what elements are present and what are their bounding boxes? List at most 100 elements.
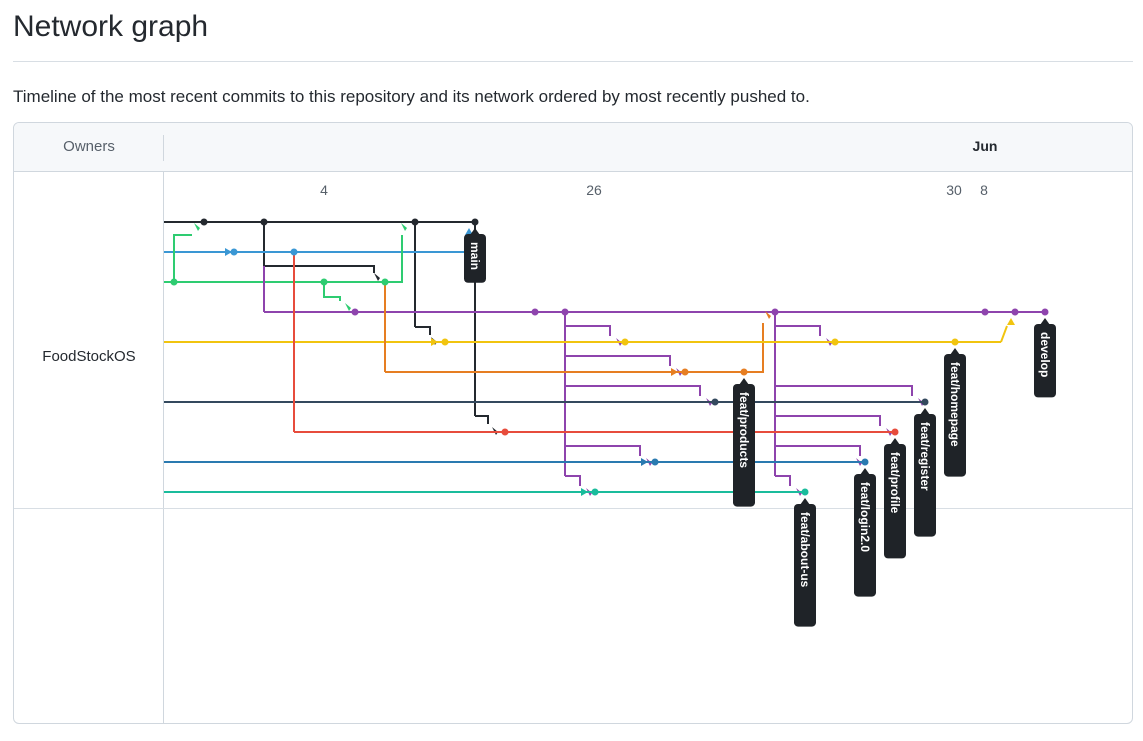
arrow-head [641, 458, 648, 466]
commit-dot [531, 308, 539, 316]
branch-label-box [1034, 324, 1056, 398]
page-description: Timeline of the most recent commits to t… [13, 87, 810, 106]
branch-label[interactable]: feat/login2.0 [854, 468, 876, 597]
commit-dot [591, 488, 599, 496]
branch-label[interactable]: develop [1034, 318, 1056, 398]
arrow-head [374, 273, 380, 281]
branch-label[interactable]: feat/about-us [794, 498, 816, 627]
merge-path [323, 282, 341, 301]
commit-dot [561, 308, 569, 316]
title-divider [13, 61, 1133, 62]
merge-path [775, 415, 881, 426]
commit-dot [861, 458, 869, 466]
branch-label[interactable]: feat/products [733, 378, 755, 507]
commit-dot [170, 278, 178, 286]
branch-label-text: feat/login2.0 [858, 482, 872, 552]
branch-label-pointer [739, 378, 749, 385]
commit-dot [381, 278, 389, 286]
branch-labels: main develop feat/homepage feat/products fea… [464, 228, 1056, 627]
commit-dot [771, 308, 779, 316]
branch-label-box [914, 414, 936, 537]
owner-name[interactable]: FoodStockOS [42, 348, 136, 365]
arrow-head [345, 303, 351, 311]
commit-dot [290, 248, 298, 256]
arrow-head [431, 338, 438, 346]
branch-label-pointer [470, 228, 480, 235]
arrow-head [581, 488, 588, 496]
network-graph-canvas[interactable]: 4 26 30 8 main develop feat/homepage feat/p… [14, 123, 1132, 723]
branch-lines [164, 221, 1045, 496]
date-tick: 4 [320, 182, 328, 198]
arrow-head [401, 223, 407, 231]
arrow-head [765, 311, 771, 319]
owners-column-header: Owners [63, 138, 115, 155]
network-graph-panel[interactable]: Owners Jun FoodStockOS 4 26 30 8 main dev… [13, 122, 1133, 724]
branch-label-text: feat/homepage [948, 362, 962, 447]
branch-label-text: main [468, 242, 482, 270]
branch-label-pointer [800, 498, 810, 505]
owners-column-divider [163, 172, 164, 723]
branch-label-pointer [890, 438, 900, 445]
commit-dot [681, 368, 689, 376]
merge-path [1000, 325, 1008, 343]
branch-label[interactable]: feat/profile [884, 438, 906, 559]
merge-path [744, 323, 764, 373]
branch-label-box [884, 444, 906, 559]
month-label: Jun [972, 138, 998, 154]
merge-path [565, 475, 581, 486]
owner-row-divider [14, 508, 1132, 509]
branch-label-text: feat/about-us [798, 512, 812, 588]
commit-dot [501, 428, 509, 436]
branch-label-box [854, 474, 876, 597]
merge-path [264, 265, 375, 273]
branch-label[interactable]: feat/homepage [944, 348, 966, 477]
commit-dot [471, 218, 479, 226]
branch-label[interactable]: feat/register [914, 408, 936, 537]
merge-path [775, 385, 913, 396]
commit-dot [651, 458, 659, 466]
commit-dot [1041, 308, 1049, 316]
branch-label-pointer [860, 468, 870, 475]
branch-label-text: feat/profile [888, 452, 902, 514]
commit-dot [711, 398, 719, 406]
merge-path [415, 326, 431, 335]
branch-label-box [794, 504, 816, 627]
commit-dot [320, 278, 328, 286]
merge-path [775, 445, 861, 456]
commit-dot [1011, 308, 1019, 316]
merge-path [565, 325, 611, 336]
merge-path [475, 415, 489, 424]
branch-label[interactable]: main [464, 228, 486, 283]
commit-dot [621, 338, 629, 346]
branch-label-pointer [920, 408, 930, 415]
arrow-head [671, 368, 678, 376]
branch-label-pointer [950, 348, 960, 355]
commit-dot [891, 428, 899, 436]
arrow-head [465, 228, 473, 235]
commit-dot [441, 338, 449, 346]
commit-dots [170, 218, 1049, 496]
date-tick: 26 [586, 182, 602, 198]
commit-dot [351, 308, 359, 316]
branch-label-box [944, 354, 966, 477]
date-tick: 30 [946, 182, 962, 198]
arrow-head [225, 248, 232, 256]
merge-path [565, 355, 671, 366]
branch-label-box [464, 234, 486, 283]
commit-dot [230, 248, 238, 256]
commit-dot [981, 308, 989, 316]
arrow-head [194, 223, 200, 231]
arrow-head [1007, 318, 1015, 325]
merge-path [775, 475, 791, 486]
commit-dot [260, 218, 268, 226]
page-title: Network graph [13, 10, 209, 43]
branch-label-text: feat/register [918, 422, 932, 491]
commit-dot [740, 368, 748, 376]
branch-label-text: feat/products [737, 392, 751, 468]
branch-label-pointer [1040, 318, 1050, 325]
commit-dot [951, 338, 959, 346]
date-tick: 8 [980, 182, 988, 198]
commit-dot [801, 488, 809, 496]
commit-dot [831, 338, 839, 346]
commit-dot [200, 218, 208, 226]
